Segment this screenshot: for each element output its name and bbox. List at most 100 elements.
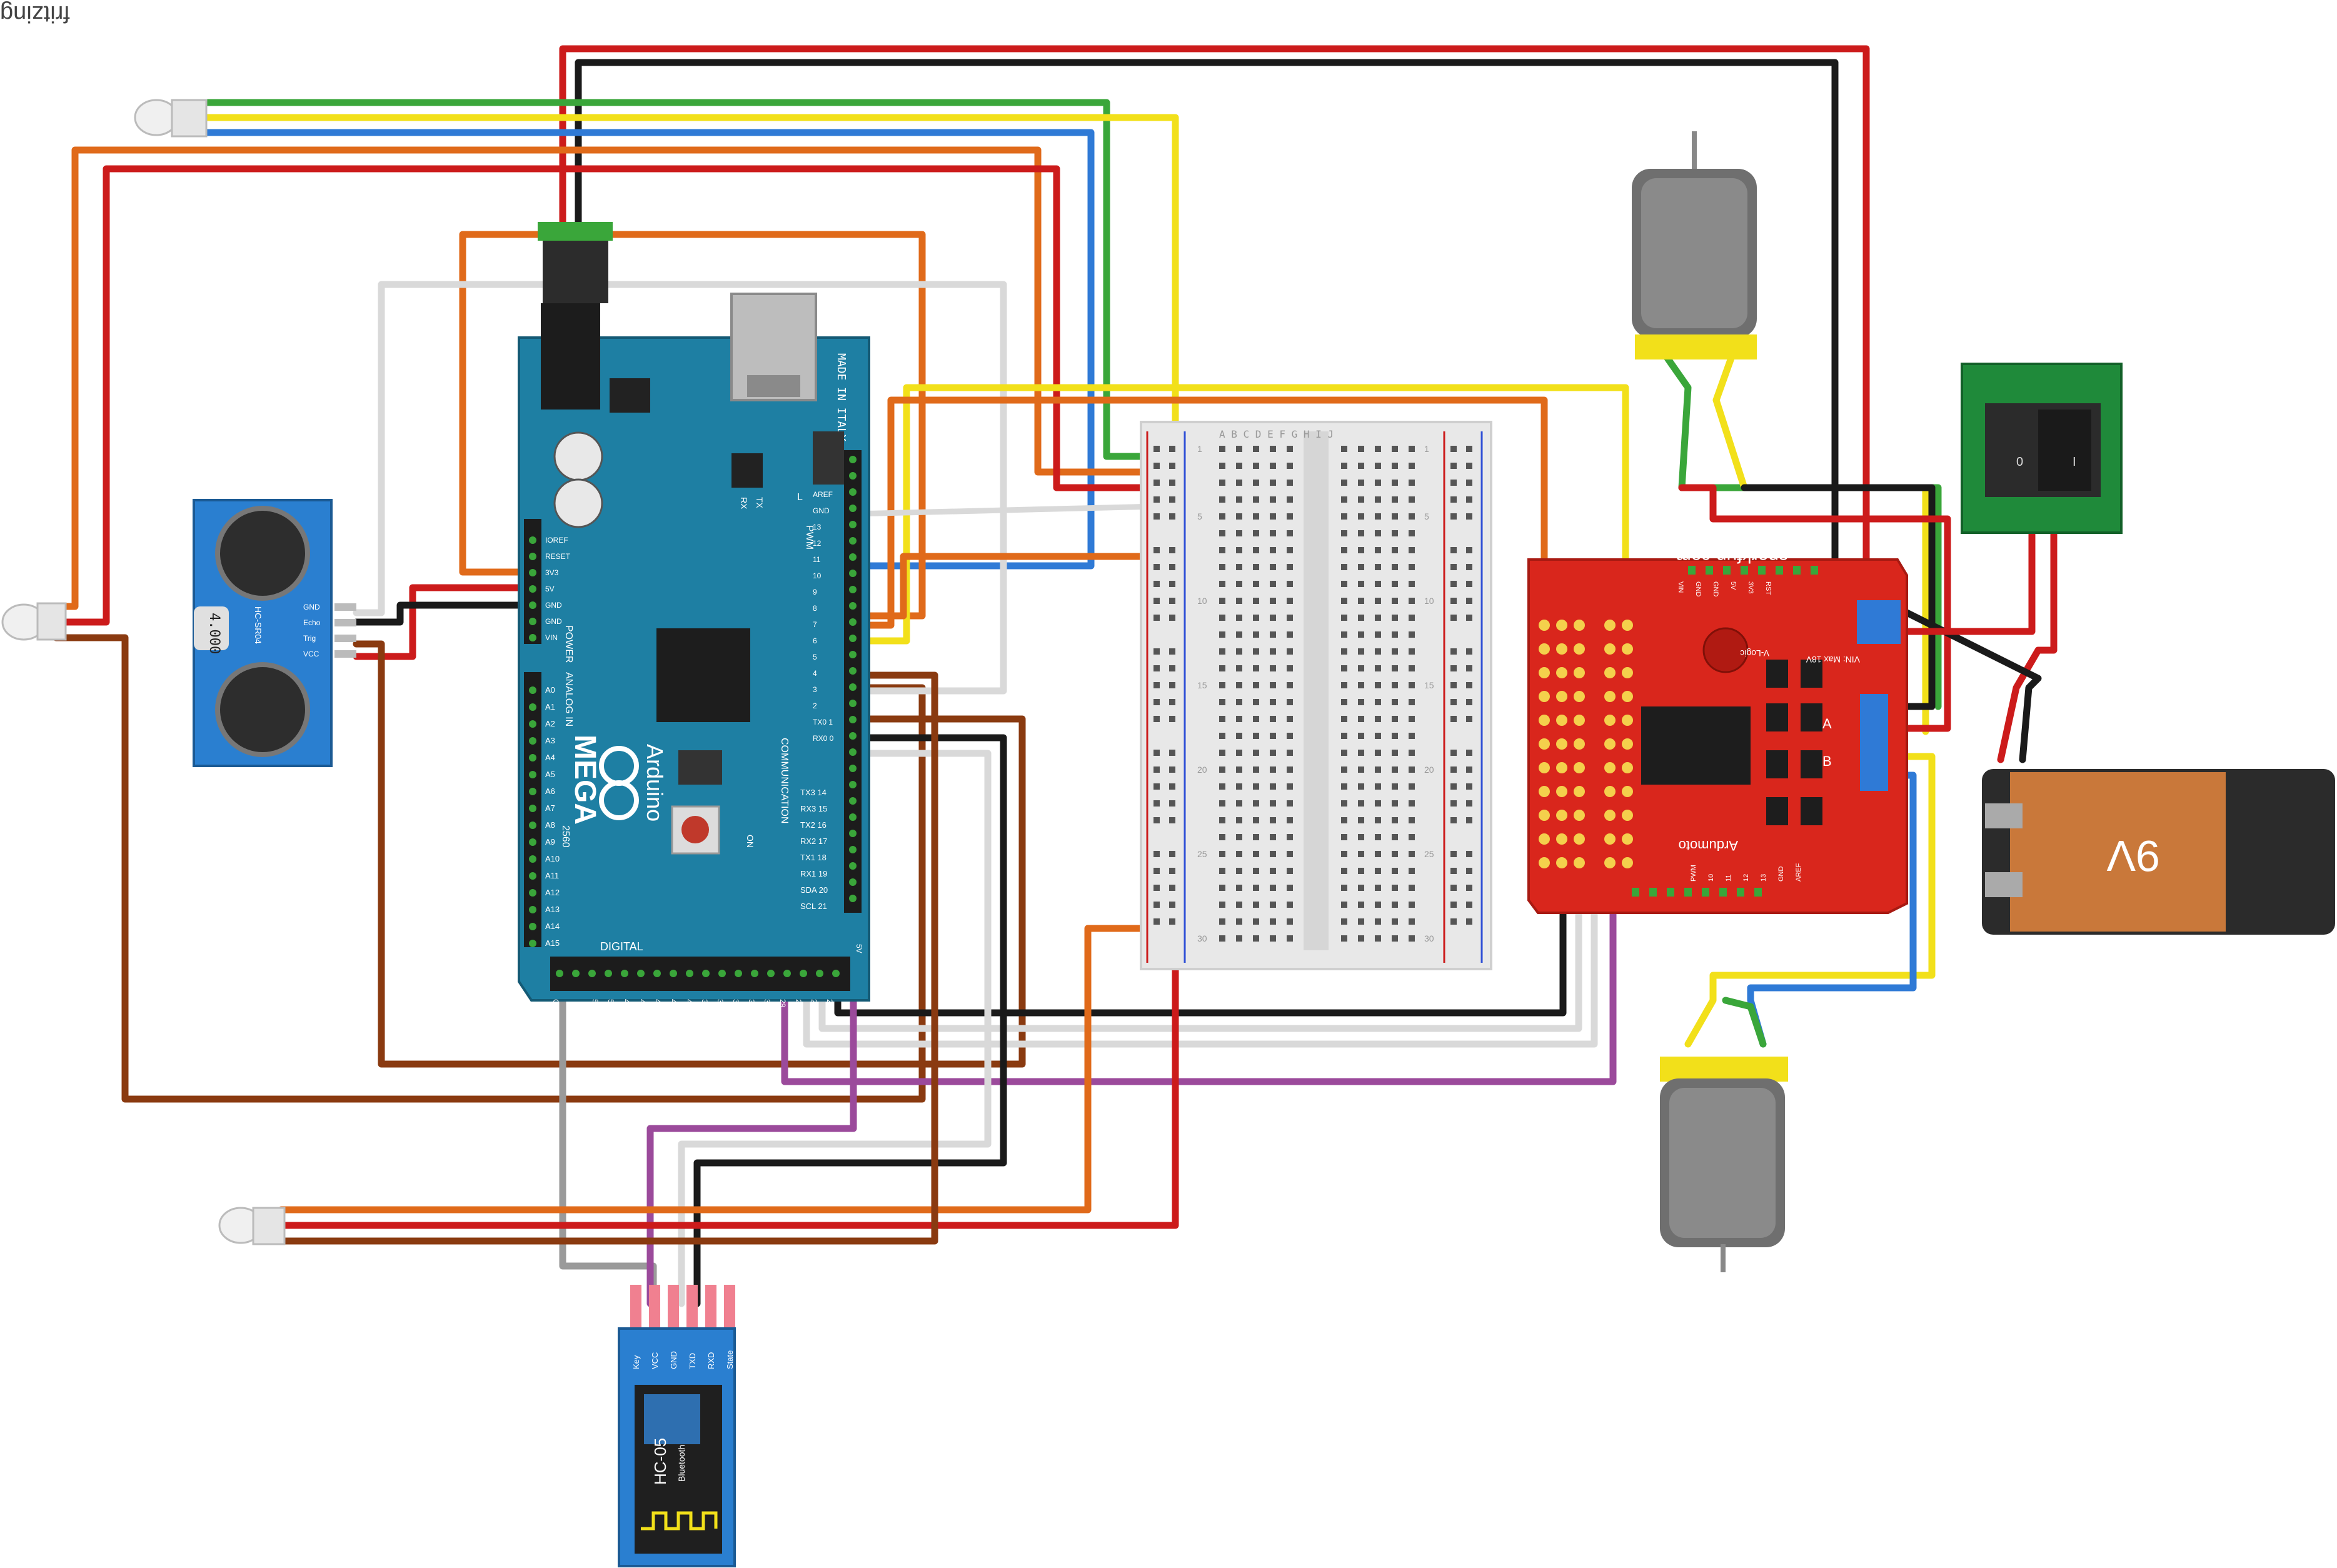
analog-header-label: ANALOG IN [563, 672, 574, 726]
breadboard-hole [1341, 480, 1347, 486]
analog-pin-label: A15 [545, 938, 560, 948]
analog-pin [529, 788, 536, 795]
rx-label: RX [739, 497, 749, 510]
breadboard-hole [1287, 766, 1293, 773]
wire-yellow-led1 [203, 114, 1179, 460]
power-switch[interactable]: 0 I [1961, 363, 2123, 534]
rail-hole [1169, 648, 1175, 655]
bottom-pin [735, 970, 742, 977]
wire-red-led2 [53, 165, 1160, 626]
breadboard-hole [1392, 783, 1398, 790]
ardumoto-bottom-pin-label: 11 [1725, 875, 1732, 882]
breadboard-hole [1253, 581, 1259, 587]
breadboard-hole [1375, 902, 1381, 908]
rail-hole [1450, 564, 1457, 570]
ardumoto-proto-hole [1574, 620, 1585, 631]
capacitor-2 [553, 478, 603, 528]
analog-pin-label: A12 [545, 888, 560, 897]
digital-pin [849, 618, 857, 626]
ardumoto-bottom-pin-label: PWM [1690, 865, 1697, 882]
breadboard-hole [1375, 581, 1381, 587]
analog-pin [529, 771, 536, 778]
breadboard-hole [1375, 766, 1381, 773]
rail-hole [1153, 750, 1160, 756]
ardumoto-bottom-pin [1684, 888, 1692, 897]
digital-pin-label: 23 [825, 999, 834, 1008]
ardumoto-proto-hole [1556, 715, 1567, 726]
ardumoto-proto-hole [1622, 667, 1633, 678]
analog-pin [529, 838, 536, 846]
ardumoto-proto-hole [1604, 620, 1616, 631]
breadboard-hole [1236, 766, 1242, 773]
bottom-pin [572, 970, 580, 977]
ardumoto-top-pin-label: RST [1764, 581, 1772, 595]
breadboard-hole [1253, 783, 1259, 790]
led-2 [1, 602, 67, 641]
digital-pin [849, 488, 857, 496]
breadboard-row-number: 25 [1197, 849, 1207, 859]
rail-hole [1153, 800, 1160, 807]
breadboard-hole [1253, 631, 1259, 638]
digital-pin-label: 27 [794, 999, 803, 1008]
breadboard-hole [1236, 513, 1242, 520]
rail-hole [1466, 480, 1472, 486]
on-label: ON [745, 835, 755, 848]
rail-hole [1169, 480, 1175, 486]
rail-hole [1450, 783, 1457, 790]
wire-brown-led3 [278, 671, 938, 1245]
ardumoto-name: Ardumoto [1679, 838, 1738, 853]
breadboard-row-number: 10 [1424, 596, 1434, 606]
rail-hole [1169, 716, 1175, 722]
wire-yellow-motor2 [1684, 753, 1936, 1048]
rail-hole [1153, 581, 1160, 587]
breadboard-row-number: 5 [1424, 511, 1429, 521]
breadboard-hole [1392, 800, 1398, 807]
reset-button-cap[interactable] [681, 816, 709, 843]
breadboard-hole [1270, 665, 1276, 671]
breadboard-hole [1341, 699, 1347, 705]
rail-hole [1450, 513, 1457, 520]
digital-pin [849, 537, 857, 545]
rail-hole [1153, 513, 1160, 520]
bottom-pin [605, 970, 612, 977]
digital-pin-label: 53 [591, 999, 600, 1008]
breadboard-hole [1270, 564, 1276, 570]
rail-hole [1450, 800, 1457, 807]
pwm-pin-label: 5 [813, 653, 817, 661]
breadboard-hole [1219, 496, 1225, 503]
rail-hole [1466, 496, 1472, 503]
ardumoto-top-pin [1811, 566, 1818, 575]
digital-pin-label: 33 [747, 999, 756, 1008]
ardumoto-proto-hole [1574, 738, 1585, 750]
breadboard-hole [1270, 750, 1276, 756]
rail-hole [1450, 581, 1457, 587]
arduino-pin-labels: IOREFRESET3V35VGNDGNDVINA0A1A2A3A4A5A6A7… [529, 456, 863, 1016]
bluetooth-pins [630, 1285, 735, 1329]
breadboard-hole [1375, 750, 1381, 756]
digital-pin [849, 732, 857, 740]
pwm-pin-label: 12 [813, 539, 822, 548]
ardumoto-proto-hole [1604, 833, 1616, 845]
pwm-pin-label: 6 [813, 636, 817, 645]
analog-pin [529, 805, 536, 812]
breadboard-hole [1358, 733, 1364, 739]
rail-hole [1466, 665, 1472, 671]
ardumoto-proto-hole [1622, 691, 1633, 702]
breadboard-hole [1219, 615, 1225, 621]
breadboard-hole [1236, 665, 1242, 671]
power-pin [529, 618, 536, 625]
digital-pin [849, 635, 857, 642]
digital-pin [849, 683, 857, 691]
breadboard-hole [1236, 530, 1242, 536]
power-pin [529, 553, 536, 560]
rail-hole [1153, 699, 1160, 705]
breadboard-row-number: 20 [1424, 765, 1434, 775]
breadboard-hole [1236, 783, 1242, 790]
breadboard-hole [1392, 699, 1398, 705]
led-3 [218, 1207, 286, 1245]
breadboard-hole [1409, 733, 1415, 739]
digital-pin-label: 41 [685, 999, 693, 1008]
motor-terminals [1860, 694, 1888, 791]
